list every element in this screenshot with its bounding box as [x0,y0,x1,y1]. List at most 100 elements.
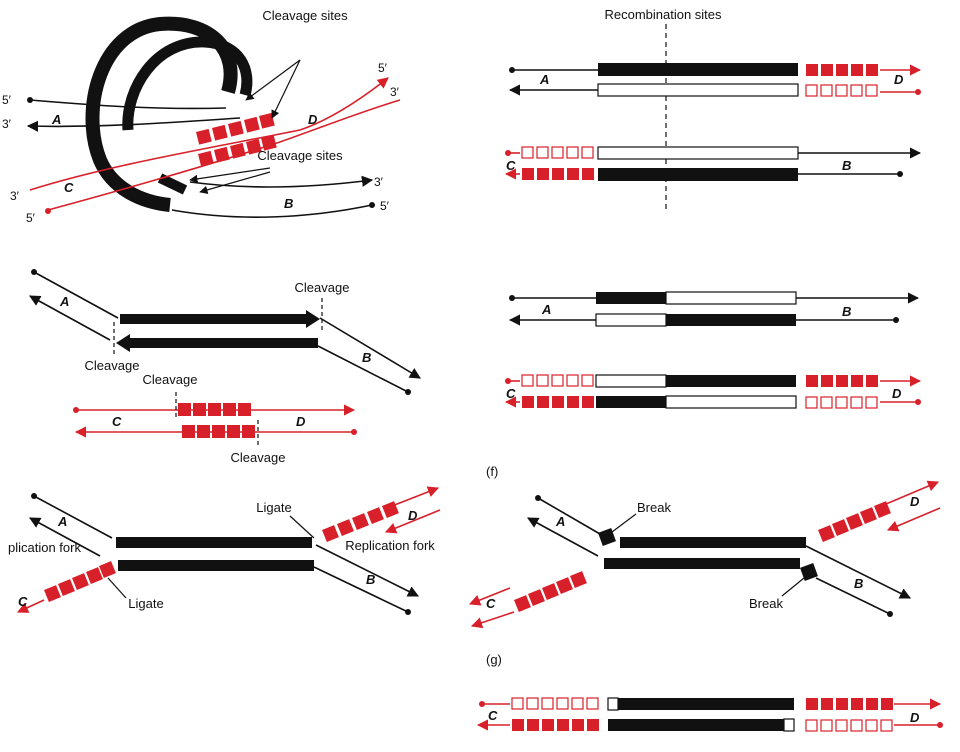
ligate-label-left: Ligate [128,596,163,611]
e4-black-left [596,396,666,408]
r2-red-boxes [522,168,594,180]
end-label-b-top: 3′ [374,175,384,189]
strand-b-label-3: B [366,572,375,587]
strand-c-label-2: C [112,414,122,429]
g-d-dot [937,722,943,728]
break-block-right [800,563,818,581]
duplex-upper-arrowhead [306,310,320,328]
strand-b-label-2: B [362,350,371,365]
g-open-red-left [511,697,599,710]
cleavage-label-left: Cleavage [85,358,140,373]
g-white-cap-left [607,697,619,711]
g-c-label: C [488,708,498,723]
end-label-d-top: 5′ [378,61,388,75]
g-red-right [806,698,893,710]
strand-c-label-3: C [18,594,28,609]
e-a-label: A [541,302,551,317]
panel-ligate: A B D C Ligate Ligate [8,486,441,615]
break-leader-right [781,577,805,597]
r1-d-dot [915,89,921,95]
strand-b-upper [319,317,421,379]
r2-c-dot [505,150,511,156]
strand-b-lower-dot [405,389,411,395]
e2-b-dot [893,317,899,323]
k-b-label: B [854,576,863,591]
strand-a-upper-3-dot [31,493,37,499]
strand-b-label: B [284,196,293,211]
r2-black-bar [598,168,798,181]
panel-final: C D [476,697,943,732]
replication-fork-label-partial: plication fork [8,540,81,555]
strand-c-label: C [64,180,74,195]
strand-b-end-dot [369,202,375,208]
e4-white-right [665,395,797,409]
strand-a-top-end-label: 5′ [2,93,12,107]
end-label-d-bottom: 3′ [390,85,400,99]
r1-a-label: A [539,72,549,87]
g-d-label: D [910,710,920,725]
k-a-label: A [555,514,565,529]
red-d-arm-bottom [384,509,441,534]
panel-recombination-sites: Recombination sites D A B C [504,7,922,210]
duplex-upper-bar [120,314,308,324]
r1-d-label: D [894,72,904,87]
red-d-arm-top [391,486,440,507]
k-b-upper [805,545,912,599]
e4-open-red-boxes [805,396,878,409]
red-strand-lower-dot [351,429,357,435]
r1-white-bar [597,83,799,97]
e3-black-right [666,375,796,387]
strand-b-top [189,175,374,188]
strand-a-bottom [26,117,241,132]
end-label-c-top: 3′ [10,189,20,203]
k-red-d-top [885,480,940,505]
e-c-label: C [506,386,516,401]
e2-black-right [666,314,796,326]
loop-cut-end [157,173,188,195]
g-c-dot [479,701,485,707]
strand-a-end-dot [27,97,33,103]
r1-a-dot [509,67,515,73]
k-duplex-upper [620,537,806,548]
cleavage-sites-text-top: Cleavage sites [262,8,348,23]
cleavage-leader-1 [245,59,301,101]
k-red-d-bottom [886,507,941,532]
e-b-label: B [842,304,851,319]
break-label-left: Break [637,500,671,515]
red-boxes-upper-2 [178,403,251,416]
red-boxes-upper [196,112,275,145]
panel-looped-duplex: 5′ 3′ A Cleavage sites [2,8,401,225]
r2-c-label: C [506,158,516,173]
cleavage-leader-3 [189,167,271,184]
recombination-sites-label: Recombination sites [604,7,722,22]
strand-cd-top [29,77,389,191]
panel-exchanged: A B D C (f) [486,291,922,479]
k-a-upper [537,497,601,535]
panel-g-label: (g) [486,652,502,667]
k-a-lower [527,517,599,557]
strand-d-label: D [308,112,318,127]
cleavage-label-c: Cleavage [143,372,198,387]
strand-b-lower-3-dot [405,609,411,615]
strand-a-lower-3 [29,517,101,557]
strand-b-lower [317,345,409,393]
cleavage-label-right: Cleavage [295,280,350,295]
k-b-dot [887,611,893,617]
strand-b-upper-3 [315,544,420,597]
panel-break: A Break Break B D [468,480,941,667]
k-b-lower [815,577,891,615]
break-block-left [598,528,616,546]
red-boxes-c-arm [43,561,116,603]
strand-b-bottom [171,204,373,218]
strand-a-bottom-end-label: 3′ [2,117,12,131]
strand-a-upper-dot [31,269,37,275]
strand-a-label-2: A [59,294,69,309]
r2-b-dot [897,171,903,177]
r2-b-label: B [842,158,851,173]
r2-white-bar [597,146,799,160]
e2-white-left [595,313,667,327]
duplex-lower-arrowhead [116,334,130,352]
strand-a-label: A [51,112,61,127]
e3-white-left [595,374,667,388]
